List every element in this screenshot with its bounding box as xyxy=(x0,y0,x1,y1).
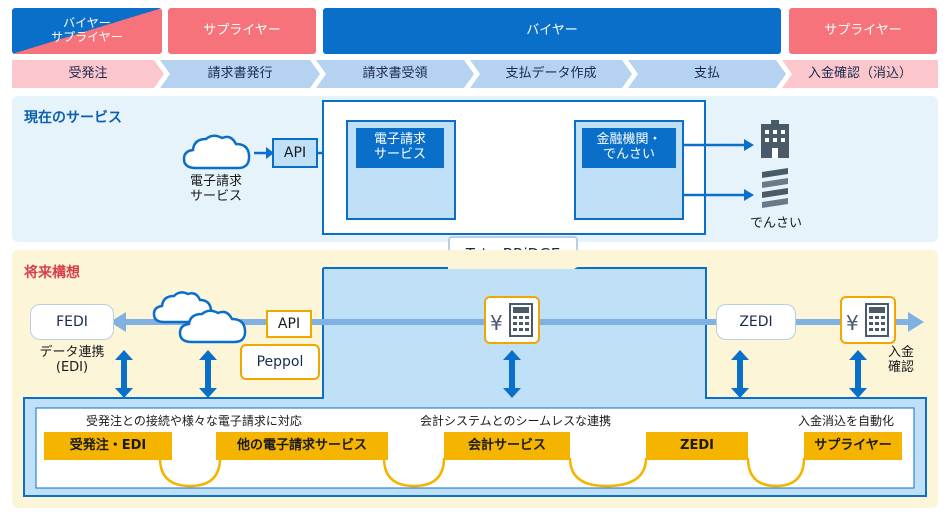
fedi-caption: データ連携 (EDI) xyxy=(39,345,105,375)
role-buyer-supplier: バイヤー サプライヤー xyxy=(12,8,162,54)
arrow-to-densai xyxy=(684,189,754,201)
double-cloud-icon xyxy=(152,291,247,344)
fedi-pill: FEDI xyxy=(30,304,114,340)
peppol-box: Peppol xyxy=(240,344,320,380)
service-zedi: ZEDI xyxy=(646,432,748,460)
bank-densai-box: 金融機関・ でんさい xyxy=(582,128,676,168)
svg-text:¥: ¥ xyxy=(490,311,503,335)
caption-accounting: 会計システムとのシームレスな連携 xyxy=(420,414,612,428)
svg-text:¥: ¥ xyxy=(846,311,859,335)
step-ordering: 受発注 xyxy=(12,60,164,88)
arrow-to-bank xyxy=(684,139,754,151)
service-ordering-edi: 受発注・EDI xyxy=(44,432,172,460)
yen-calculator-icon-2: ¥ xyxy=(846,303,889,337)
api-box-current: API xyxy=(272,138,318,168)
yen-calculator-icon: ¥ xyxy=(490,303,533,337)
caption-reconcile: 入金消込を自動化 xyxy=(798,414,895,428)
api-box-future: API xyxy=(266,310,312,338)
role-supplier: サプライヤー xyxy=(168,8,316,54)
arrow-cloud-api xyxy=(254,147,274,159)
step-payment-data: 支払データ作成 xyxy=(470,60,632,88)
service-other-einvoice: 他の電子請求サービス xyxy=(216,432,388,460)
service-accounting: 会計サービス xyxy=(444,432,570,460)
role-supplier-2: サプライヤー xyxy=(789,8,937,54)
step-invoice-receipt: 請求書受領 xyxy=(316,60,474,88)
zedi-pill: ZEDI xyxy=(716,304,796,340)
e-invoice-service-box: 電子請求 サービス xyxy=(356,128,444,168)
step-payment-confirm: 入金確認（消込） xyxy=(782,60,938,88)
cloud-icon xyxy=(182,134,251,170)
step-invoice-issue: 請求書発行 xyxy=(160,60,320,88)
bank-building-icon xyxy=(761,120,789,158)
payment-confirm-caption: 入金 確認 xyxy=(887,345,914,375)
densai-icon xyxy=(762,168,788,208)
current-title: 現在のサービス xyxy=(24,110,122,126)
step-payment: 支払 xyxy=(628,60,786,88)
cloud-caption: 電子請求 サービス xyxy=(189,174,242,204)
densai-label: でんさい xyxy=(750,216,803,231)
caption-ordering: 受発注との接続や様々な電子請求に対応 xyxy=(86,414,302,428)
future-title: 将来構想 xyxy=(24,265,80,281)
service-supplier: サプライヤー xyxy=(804,432,902,460)
role-buyer: バイヤー xyxy=(323,8,781,54)
